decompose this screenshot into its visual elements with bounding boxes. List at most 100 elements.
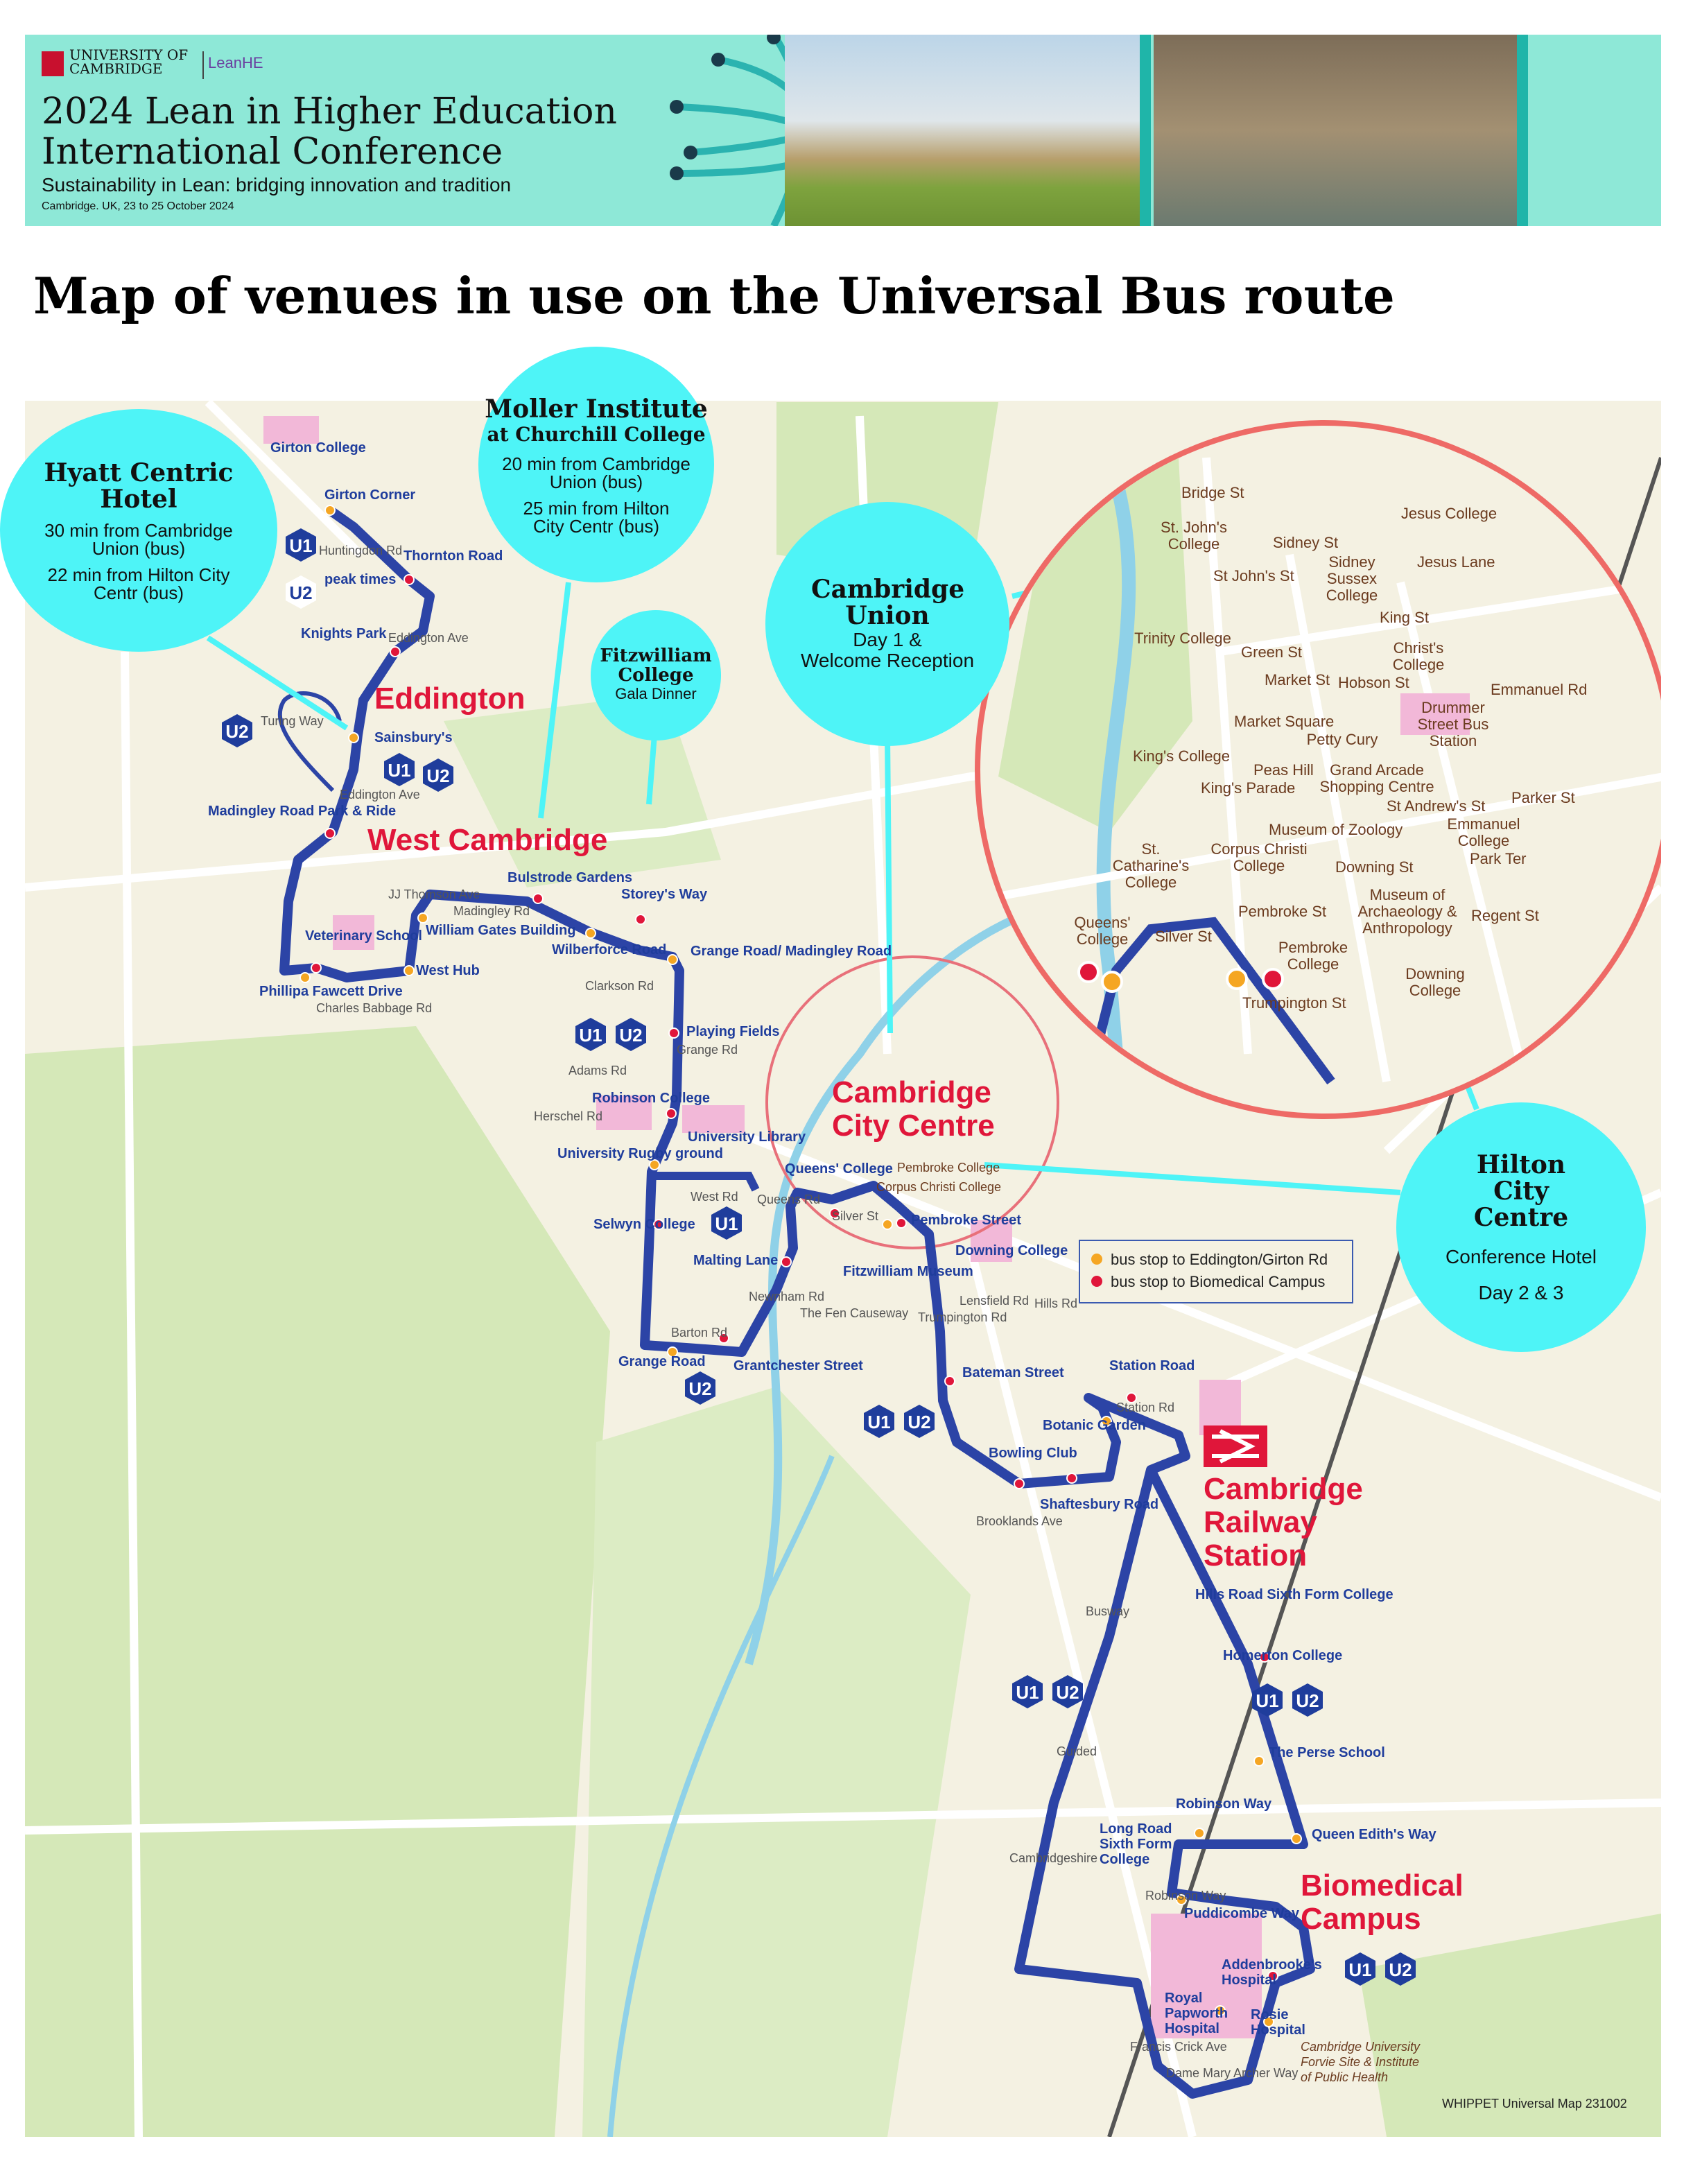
stop-label[interactable]: Station Road [1109,1359,1195,1374]
bus-stop-dot[interactable] [668,1028,679,1039]
bus-stop-dot[interactable] [635,914,646,925]
bus-stop-dot[interactable] [299,972,311,983]
road-label: Herschel Rd [534,1109,603,1123]
callout-cambridge-union[interactable]: Cambridge Union Day 1 &Welcome Reception [765,502,1009,746]
inset-place-label: Parker St [1511,790,1575,807]
stop-label[interactable]: Puddicombe Way [1184,1907,1299,1922]
area-label: Cambridge Railway Station [1204,1471,1363,1572]
bus-stop-dot[interactable] [781,1256,792,1267]
stop-label[interactable]: Shaftesbury Road [1040,1498,1159,1513]
bus-stop-dot[interactable] [1066,1473,1077,1484]
stop-label[interactable]: Girton College [270,441,366,456]
stop-label[interactable]: West Hub [416,964,480,979]
stop-label[interactable]: Sainsbury's [374,731,453,746]
stop-label[interactable]: Homerton College [1223,1649,1343,1664]
bus-stop-dot[interactable] [311,962,322,973]
bus-stop-dot[interactable] [1253,1756,1265,1767]
bus-stop-dot[interactable] [1194,1828,1205,1839]
bus-stop-dot[interactable] [1291,1833,1302,1844]
stop-label[interactable]: University Library [688,1130,806,1145]
route-badge-u1: U1 [1012,1675,1043,1708]
bus-stop-dot[interactable] [666,1108,677,1119]
bus-stop-dot[interactable] [718,1333,729,1344]
bus-stop-dot[interactable] [896,1217,907,1229]
callout-text: Day 1 & [853,628,922,650]
bus-stop-dot[interactable] [324,828,336,839]
bus-stop-dot[interactable] [1126,1392,1137,1403]
stop-label[interactable]: Fitzwilliam Museum [843,1265,973,1280]
stop-label[interactable]: Knights Park [301,627,387,642]
map-credit: WHIPPET Universal Map 231002 [1442,2097,1627,2111]
stop-label[interactable]: The Perse School [1269,1746,1385,1761]
bus-stop-dot[interactable] [324,505,336,516]
stop-label[interactable]: Addenbrooke's Hospital [1222,1958,1322,1988]
stop-label[interactable]: Veterinary School [305,929,422,944]
bus-stop-dot[interactable] [944,1376,955,1387]
route-badge-u2: U2 [685,1371,715,1405]
stop-label[interactable]: Phillipa Fawcett Drive [259,985,403,1000]
stop-label[interactable]: Wilberforce Road [552,943,667,958]
inset-place-label: Museum of Archaeology & Anthropology [1357,887,1457,937]
bus-stop-dot[interactable] [667,954,678,965]
bus-stop-dot[interactable] [403,965,415,976]
stop-label[interactable]: Royal Papworth Hospital [1165,1991,1228,2037]
stop-label[interactable]: Storey's Way [621,887,708,903]
bus-stop-dot[interactable] [1014,1478,1025,1489]
stop-label[interactable]: Pembroke Street [911,1213,1021,1229]
road-label: Cambridgeshire [1009,1851,1098,1865]
stop-label[interactable]: Bateman Street [962,1366,1064,1381]
stop-label[interactable]: Bulstrode Gardens [507,871,633,886]
stop-label[interactable]: Botanic Garden [1043,1419,1146,1434]
stop-label[interactable]: Rosie Hospital [1251,2008,1305,2038]
bus-stop-dot[interactable] [1101,1416,1112,1427]
inset-place-label: Green St [1241,645,1303,661]
stop-label[interactable]: Bowling Club [989,1446,1077,1462]
stop-label[interactable]: Madingley Road Park & Ride [208,804,397,820]
inset-place-label: King St [1380,610,1429,627]
callout-text: 30 min from Cambridge Union (bus) [44,519,233,558]
area-label: Biomedical Campus [1301,1868,1464,1936]
bus-stop-dot[interactable] [1176,1894,1187,1905]
bus-stop-dot[interactable] [882,1219,893,1230]
bus-stop-dot[interactable] [649,1159,660,1170]
stop-label[interactable]: Cambridge University Forvie Site & Insti… [1301,2040,1421,2084]
stop-label[interactable]: Grantchester Street [733,1359,863,1374]
bus-stop-dot[interactable] [348,732,359,743]
bus-stop-dot[interactable] [532,893,544,904]
stop-label[interactable]: University Rugby ground [557,1147,723,1162]
callout-text: 22 min from Hilton City Centr (bus) [47,564,230,603]
bus-stop-dot[interactable] [1259,1652,1270,1663]
bus-stop-dot[interactable] [390,646,401,657]
bus-stop-dot[interactable] [585,928,596,939]
route-map[interactable] [25,401,1661,2137]
stop-label[interactable]: peak times [324,573,397,588]
stop-label[interactable]: Hills Road Sixth Form College [1195,1588,1394,1603]
stop-label[interactable]: Thornton Road [403,549,503,564]
bus-stop-dot[interactable] [1263,2016,1274,2027]
stop-label[interactable]: Downing College [955,1244,1068,1259]
bus-stop-dot[interactable] [417,912,428,924]
bus-stop-dot[interactable] [403,574,415,585]
stop-label[interactable]: Grange Road/ Madingley Road [691,944,892,960]
stop-label[interactable]: Grange Road [618,1355,706,1370]
bus-stop-dot[interactable] [653,1219,664,1230]
road-label: Grange Rd [677,1043,738,1057]
stop-label[interactable]: Robinson College [592,1091,710,1107]
stop-label[interactable]: Playing Fields [686,1025,780,1040]
bus-stop-dot[interactable] [1267,1970,1278,1982]
stop-label[interactable]: Robinson Way [1176,1797,1272,1812]
callout-hyatt-hotel[interactable]: Hyatt Centric Hotel 30 min from Cambridg… [0,409,277,652]
stop-label[interactable]: Long Road Sixth Form College [1100,1822,1172,1868]
bus-stop-dot[interactable] [1215,2005,1226,2016]
stop-label[interactable]: Selwyn College [593,1217,695,1233]
bus-stop-dot[interactable] [667,1346,678,1358]
stop-label[interactable]: William Gates Building [426,924,576,939]
bus-stop-dot[interactable] [829,1208,840,1219]
stop-label[interactable]: Queens' College [785,1162,893,1177]
stop-label[interactable]: Queen Edith's Way [1312,1828,1436,1843]
stop-label[interactable]: Malting Lane [693,1254,779,1269]
stop-label[interactable]: Girton Corner [324,488,416,503]
